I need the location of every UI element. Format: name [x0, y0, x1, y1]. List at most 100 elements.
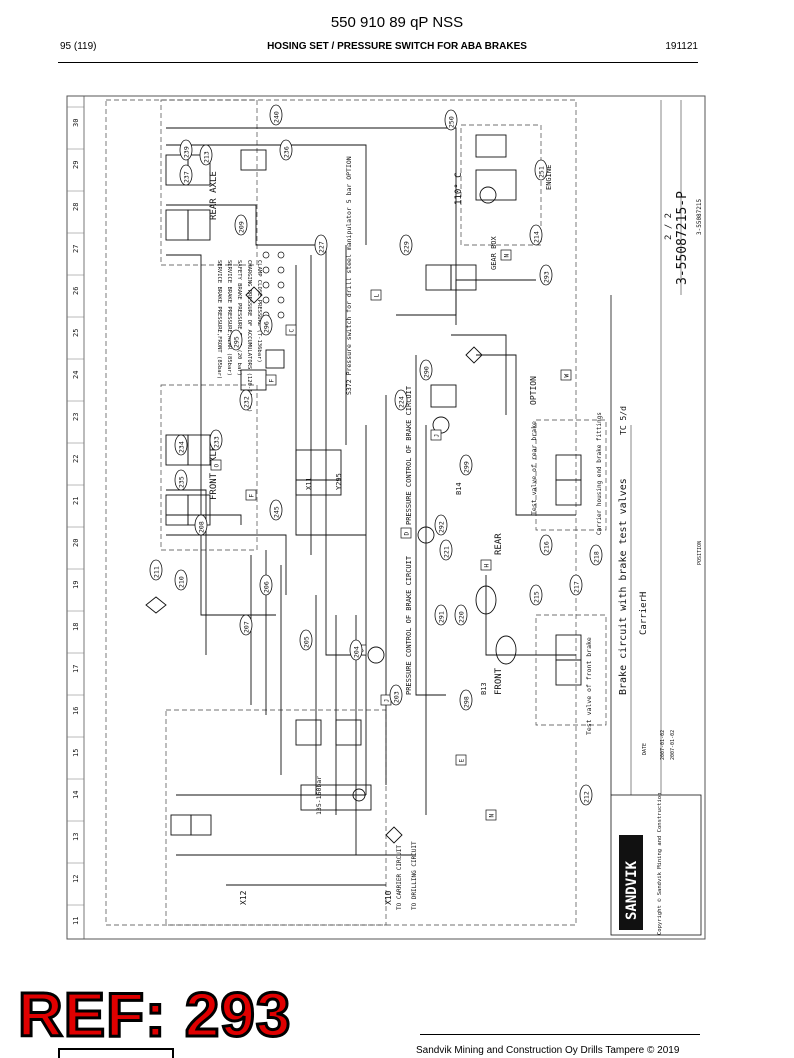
callout-oval — [269, 104, 283, 126]
pressure-control-label: PRESSURE CONTROL OF BRAKE CIRCUIT — [405, 385, 413, 525]
callout-oval — [299, 629, 313, 651]
grid-number: 28 — [72, 203, 80, 211]
callout-number: 206 — [263, 581, 271, 593]
callout-oval — [439, 539, 453, 561]
callout-oval — [349, 639, 363, 661]
callout-oval — [459, 454, 473, 476]
tag-box — [370, 289, 382, 301]
option-label: OPTION — [529, 376, 538, 405]
callout-oval — [444, 109, 458, 131]
callout-oval — [459, 689, 473, 711]
pressure-output-label: SERVICE BRAKE PRESSURE,FRONT (85bar) — [216, 260, 222, 379]
rear-axle-box — [160, 99, 258, 266]
sandvik-logo-box — [619, 835, 643, 930]
tag-letter: H — [484, 564, 491, 568]
grid-number: 21 — [72, 497, 80, 505]
callout-number: 233 — [213, 436, 221, 448]
grid-number: 27 — [72, 245, 80, 253]
b14-label: B14 — [455, 482, 463, 495]
model-label: TC 5/d — [619, 406, 628, 435]
callout-oval — [174, 434, 188, 456]
callout-oval — [234, 214, 248, 236]
drawing-number: 3-55087215-P — [675, 191, 690, 285]
callout-number: 298 — [463, 696, 471, 708]
tag-box — [285, 324, 297, 336]
x12-label: X12 — [239, 890, 248, 905]
callout-number: 212 — [583, 791, 591, 803]
callout-oval — [529, 224, 543, 246]
footer-publisher: Sandvik Mining and Construction Oy Drill… — [416, 1045, 680, 1056]
tag-box — [560, 369, 572, 381]
callout-number: 215 — [533, 591, 541, 603]
pressure-output-label: SAFETY BRAKE PRESSURE,REAR (20 bar) — [236, 260, 242, 376]
tag-box — [455, 754, 467, 766]
callout-oval — [269, 499, 283, 521]
grid-number: 18 — [72, 623, 80, 631]
tag-box — [485, 809, 497, 821]
ref-watermark: REF: 293 — [16, 981, 292, 1050]
tag-letter: J — [384, 699, 391, 703]
grid-number: 16 — [72, 707, 80, 715]
drawing-title: Brake circuit with brake test valves — [618, 478, 629, 695]
callout-oval — [239, 614, 253, 636]
callout-number: 290 — [423, 366, 431, 378]
callout-oval — [539, 264, 553, 286]
grid-number: 13 — [72, 833, 80, 841]
to-drilling-label: TO DRILLING CIRCUIT — [411, 841, 418, 910]
test-valve-front-label: Test valve of front brake — [585, 637, 593, 735]
callout-number: 211 — [153, 566, 161, 578]
y295-label: Y295 — [335, 473, 343, 490]
position-label: POSITION — [697, 541, 703, 565]
callout-number: 232 — [243, 396, 251, 408]
callout-oval — [589, 544, 603, 566]
callout-oval — [419, 359, 433, 381]
callout-oval — [194, 514, 208, 536]
date-column: DATE — [642, 743, 648, 755]
callout-number: 296 — [263, 321, 271, 333]
callout-oval — [534, 159, 548, 181]
grid-number: 29 — [72, 161, 80, 169]
callout-number: 299 — [463, 461, 471, 473]
pressure-output-label: CLAMP CLOSE PRESSURE (T-136bar) — [256, 260, 262, 363]
temperature-label: 110° C — [454, 172, 464, 205]
grid-number: 19 — [72, 581, 80, 589]
callout-number: 221 — [443, 546, 451, 558]
tag-letter: D — [404, 532, 411, 536]
grid-number: 11 — [72, 917, 80, 925]
footer-logo — [58, 1048, 174, 1058]
tag-letter: O — [214, 464, 221, 468]
front-axle-box — [160, 384, 258, 551]
callout-oval — [149, 559, 163, 581]
callout-number: 235 — [178, 476, 186, 488]
grid-number: 23 — [72, 413, 80, 421]
tag-letter: L — [374, 294, 381, 298]
callout-number: 229 — [403, 241, 411, 253]
engine-label: ENGINE — [545, 165, 553, 190]
callout-oval — [394, 389, 408, 411]
machine-boundary — [105, 99, 577, 926]
callout-oval — [179, 139, 193, 161]
pressure-output-label: CHARGING PRESSURE OF ACCUMULATORS (120-1… — [246, 260, 252, 412]
callout-number: 236 — [283, 146, 291, 158]
callout-oval — [569, 574, 583, 596]
brand-name: SANDVIK — [624, 860, 640, 920]
callout-oval — [229, 329, 243, 351]
tag-letter: E — [459, 759, 466, 763]
grid-number: 14 — [72, 791, 80, 799]
front-label: FRONT — [494, 667, 504, 695]
drawing-number-small: 3-55087215 — [696, 198, 703, 235]
grid-number: 25 — [72, 329, 80, 337]
callout-number: 291 — [438, 611, 446, 623]
schematic-labels: REAR AXLE FRONT AXLE CLAMP CLOSE PRESSUR… — [209, 156, 603, 910]
to-carrier-label: TO CARRIER CIRCUIT — [396, 845, 403, 910]
drawing-frame — [66, 95, 706, 940]
callout-number: 208 — [198, 521, 206, 533]
callout-number: 217 — [573, 581, 581, 593]
callout-number: 245 — [273, 506, 281, 518]
callout-number: 203 — [393, 691, 401, 703]
callout-oval — [434, 604, 448, 626]
callout-oval — [199, 144, 213, 166]
